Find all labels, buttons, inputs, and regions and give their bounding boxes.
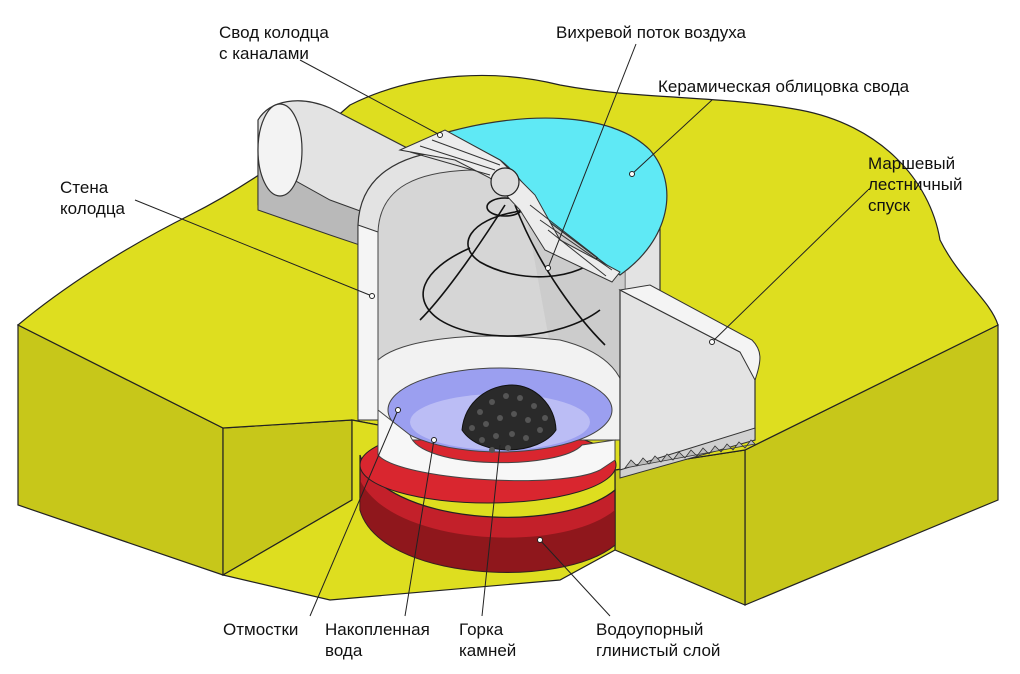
vortex-outer [422,247,601,337]
label-vortex-airflow: Вихревой поток воздуха [556,22,746,43]
label-vault-channels: Свод колодца с каналами [219,22,329,64]
vault-channel-lines [409,139,613,277]
well-body [357,149,661,573]
leader-dots [369,132,715,543]
label-stair-line1: Маршевый [868,154,956,173]
tube-end-cap [257,103,303,197]
label-stair-line3: спуск [868,196,910,215]
label-vault-line1: Свод колодца [219,23,329,42]
leader-nakop [404,439,435,617]
label-clay-layer: Водоупорный глинистый слой [596,619,720,661]
label-stair-line2: лестничный [868,175,963,194]
label-stair-descent: Маршевый лестничный спуск [868,153,963,216]
cut-front-bottom [377,408,616,482]
vortex-cone-right [514,204,606,346]
leader-gorka [481,444,501,617]
label-clay-line2: глинистый слой [596,641,721,660]
vortex-cone-left [419,204,506,321]
label-ceramic-line1: Керамическая облицовка свода [658,77,910,96]
label-blind-area: Отмостки [223,619,298,640]
label-water-line2: вода [325,641,363,660]
label-wall-line2: колодца [60,199,126,218]
label-ceramic-lining: Керамическая облицовка свода [658,76,909,97]
leader-otm [309,409,399,617]
stair-descent [618,284,761,479]
stair-teeth [624,439,756,469]
label-well-wall: Стена колодца [60,177,125,219]
label-blind-line1: Отмостки [223,620,299,639]
stair-top-edge [618,284,761,382]
clay-front-shade [360,480,615,573]
label-stone-line2: камней [459,641,517,660]
stone-pile [461,384,557,453]
vault-center-ring [490,167,520,197]
stone-pile-shape [461,384,557,451]
label-vortex-line1: Вихревой поток воздуха [556,23,746,42]
stone-texture [469,393,548,453]
vault [398,117,668,283]
label-stone-pile: Горка камней [459,619,516,661]
label-water-line1: Накопленная [325,620,430,639]
leader-svod [299,59,441,136]
stair-steps [619,427,756,479]
label-wall-line1: Стена [60,178,109,197]
leader-vihr [547,43,637,269]
label-clay-line1: Водоупорный [596,620,704,639]
label-collected-water: Накопленная вода [325,619,430,661]
well-wall-cut-left [357,224,379,421]
leader-vodo [539,539,611,617]
label-vault-line2: с каналами [219,44,309,63]
label-stone-line1: Горка [459,620,504,639]
leader-stena [134,199,373,297]
leader-marsh [711,189,869,343]
leader-ker [631,99,713,175]
leader-lines [134,43,869,617]
